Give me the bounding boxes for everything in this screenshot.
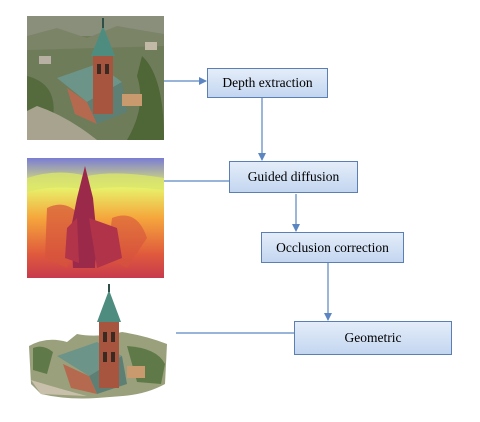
church-depth-map (27, 158, 164, 278)
step-occlusion-correction: Occlusion correction (261, 232, 404, 263)
church-3d-reconstruction (27, 284, 169, 404)
step-geometric: Geometric (294, 321, 452, 355)
step-depth-extraction: Depth extraction (207, 68, 328, 98)
aerial-church-photo (27, 16, 164, 140)
step-guided-diffusion: Guided diffusion (229, 161, 358, 193)
